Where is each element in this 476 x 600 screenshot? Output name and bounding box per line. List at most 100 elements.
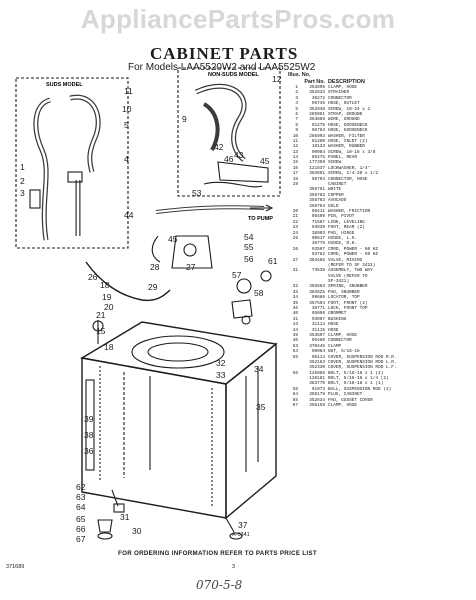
part-no-cell: 121637 <box>309 165 325 171</box>
callout-55: 55 <box>244 242 254 252</box>
callout-44: 44 <box>124 210 134 220</box>
illus-no-cell: 25 <box>292 235 298 241</box>
illus-no-cell: 36 <box>292 306 298 312</box>
description-cell: WASHER, FILTER <box>328 133 365 139</box>
description-cell: HOSE, OUTLET <box>328 101 360 107</box>
part-no-cell: 356158 <box>309 403 325 409</box>
table-row: VALVE (REFER TO <box>288 274 476 279</box>
part-no-cell: 96763 <box>311 128 325 134</box>
callout-10: 10 <box>122 104 132 114</box>
callout-21: 21 <box>96 310 106 320</box>
description-cell: (REFER TO SF 3421) <box>328 262 376 268</box>
illus-no-cell: 22 <box>292 219 298 225</box>
description-cell: BUSHING <box>328 316 347 322</box>
callout-27: 27 <box>186 262 196 272</box>
callout-39: 39 <box>84 414 94 424</box>
part-no-cell: 356179 <box>309 392 325 398</box>
callout-67: 67 <box>76 534 86 544</box>
callout-1: 1 <box>20 162 25 172</box>
illus-no-cell: 4 <box>295 101 298 107</box>
description-cell: HOSE <box>328 327 339 333</box>
suds-model-box <box>15 77 129 249</box>
description-cell: HINGE, L.H. <box>328 235 357 241</box>
header-part-no: Part No. <box>304 79 325 85</box>
header-description: DESCRIPTION <box>328 79 365 85</box>
callout-30: 30 <box>132 526 142 536</box>
tub-opening <box>131 335 225 369</box>
callout-38: 38 <box>84 430 94 440</box>
description-cell: WASHER, FRICTION <box>328 208 371 214</box>
description-cell: HOSE, GOOSENECK <box>328 128 368 134</box>
description-cell: LINK, LEVELING <box>328 219 365 225</box>
suds-inlet-hose <box>33 97 51 241</box>
description-cell: CABINET <box>328 182 347 188</box>
illus-no-cell: 15 <box>292 160 298 166</box>
description-cell: ASSEMBLY, TWO WAY <box>328 268 373 274</box>
non-suds-model-label: NON-SUDS MODEL <box>208 72 259 78</box>
description-cell: CLAMP, HOSE <box>328 332 357 338</box>
valve-assembly <box>171 235 213 269</box>
illus-no-cell: 3 <box>295 95 298 101</box>
callout-66: 66 <box>76 524 86 534</box>
callout-43: 43 <box>234 150 244 160</box>
callout-53: 53 <box>192 188 202 198</box>
description-cell: CONNECTOR <box>328 338 352 344</box>
panel-knob <box>236 278 252 294</box>
callout-29: 29 <box>148 282 158 292</box>
description-cell: SCREW, 10-24 x 1 <box>328 106 371 112</box>
callout-42: 42 <box>214 142 224 152</box>
callout-15: 15 <box>96 326 106 336</box>
part-no-cell: 352330 <box>309 365 325 371</box>
description-cell: PLUG, CABINET <box>328 392 363 398</box>
callout-3: 3 <box>20 188 25 198</box>
part-no-cell: 93839 <box>311 225 325 231</box>
description-cell: PANEL, REAR <box>328 155 357 161</box>
illus-no-cell: 43 <box>292 322 298 328</box>
callout-18: 18 <box>100 280 110 290</box>
description-cell: CLAMP, HOSE <box>328 85 357 90</box>
part-no-cell: 352833 <box>309 90 325 96</box>
part-no-cell: 352163 <box>309 359 325 365</box>
illus-no-cell: 2 <box>295 90 298 96</box>
callout-11: 11 <box>124 86 133 96</box>
illus-no-cell: 26 <box>292 246 298 252</box>
part-no-cell: 285961 <box>309 111 325 117</box>
description-cell: CORD, POWER - 50 HZ <box>328 252 379 258</box>
illus-no-cell: 20 <box>292 208 298 214</box>
callout-20: 20 <box>104 302 114 312</box>
part-no-cell: 370445 <box>309 343 325 349</box>
part-no-cell: 358762 <box>309 192 325 198</box>
description-cell: GROMMET <box>328 311 347 317</box>
part-no-cell: 358761 <box>309 187 325 193</box>
part-no-cell: 31115 <box>311 327 325 333</box>
callout-57: 57 <box>232 270 242 280</box>
illus-no-cell: 1 <box>295 85 298 90</box>
callout-54: 54 <box>244 232 254 242</box>
description-cell: STRAP, GROUND <box>328 111 363 117</box>
illus-no-cell: 5 <box>295 106 298 112</box>
description-cell: NUT, 5/16-18 <box>328 349 360 355</box>
part-no-cell: 98409 <box>311 214 325 220</box>
callout-37: 37 <box>238 520 248 530</box>
description-cell: CONNECTOR <box>328 95 352 101</box>
illus-no-cell: 16 <box>292 165 298 171</box>
callout-62: 62 <box>76 482 86 492</box>
description-cell: SCREW, 10-16 x 3/8 <box>328 149 376 155</box>
